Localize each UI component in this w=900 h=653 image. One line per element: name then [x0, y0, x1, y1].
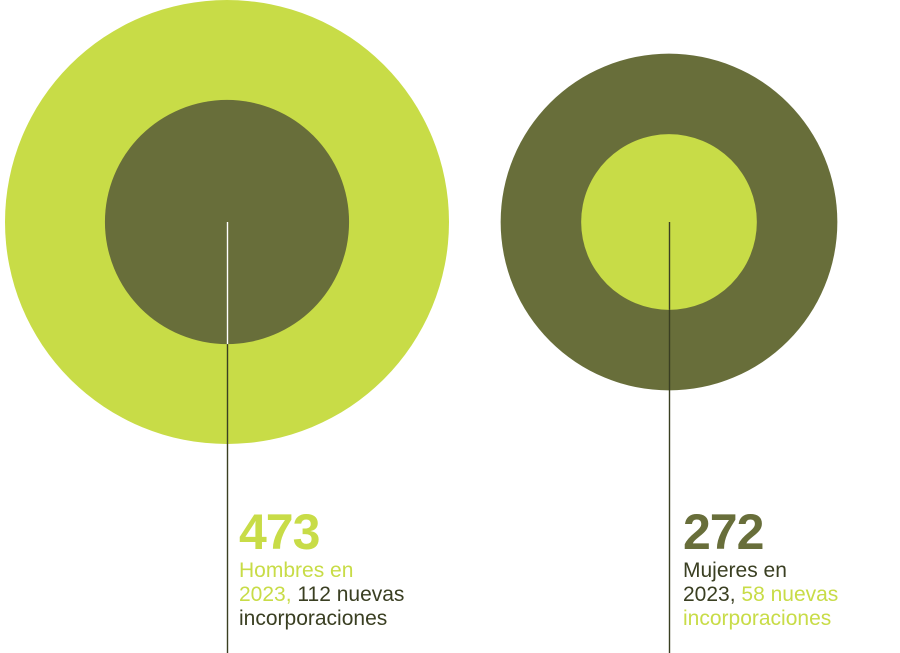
- men-desc-line1: Hombres en: [239, 559, 354, 582]
- men-desc-line3: incorporaciones: [239, 607, 388, 630]
- men-total-value: 473: [239, 504, 320, 560]
- women-description: Mujeres en 2023, 58 nuevas incorporacion…: [683, 559, 838, 631]
- men-desc-year: 2023,: [239, 583, 292, 606]
- men-label: 473 Hombres en 2023, 112 nuevas incorpor…: [239, 507, 404, 631]
- men-desc-new-hires: 112 nuevas: [291, 583, 405, 606]
- men-desc-line2: 2023, 112 nuevas: [239, 583, 404, 607]
- women-desc-line2: 2023, 58 nuevas: [683, 583, 838, 607]
- men-description: Hombres en 2023, 112 nuevas incorporacio…: [239, 559, 404, 631]
- women-desc-line1: Mujeres en: [683, 559, 787, 582]
- women-label: 272 Mujeres en 2023, 58 nuevas incorpora…: [683, 507, 838, 631]
- women-total-value: 272: [683, 504, 764, 560]
- women-desc-year: 2023,: [683, 583, 736, 606]
- women-desc-new-hires: 58 nuevas: [735, 583, 839, 606]
- women-desc-line3: incorporaciones: [683, 607, 832, 630]
